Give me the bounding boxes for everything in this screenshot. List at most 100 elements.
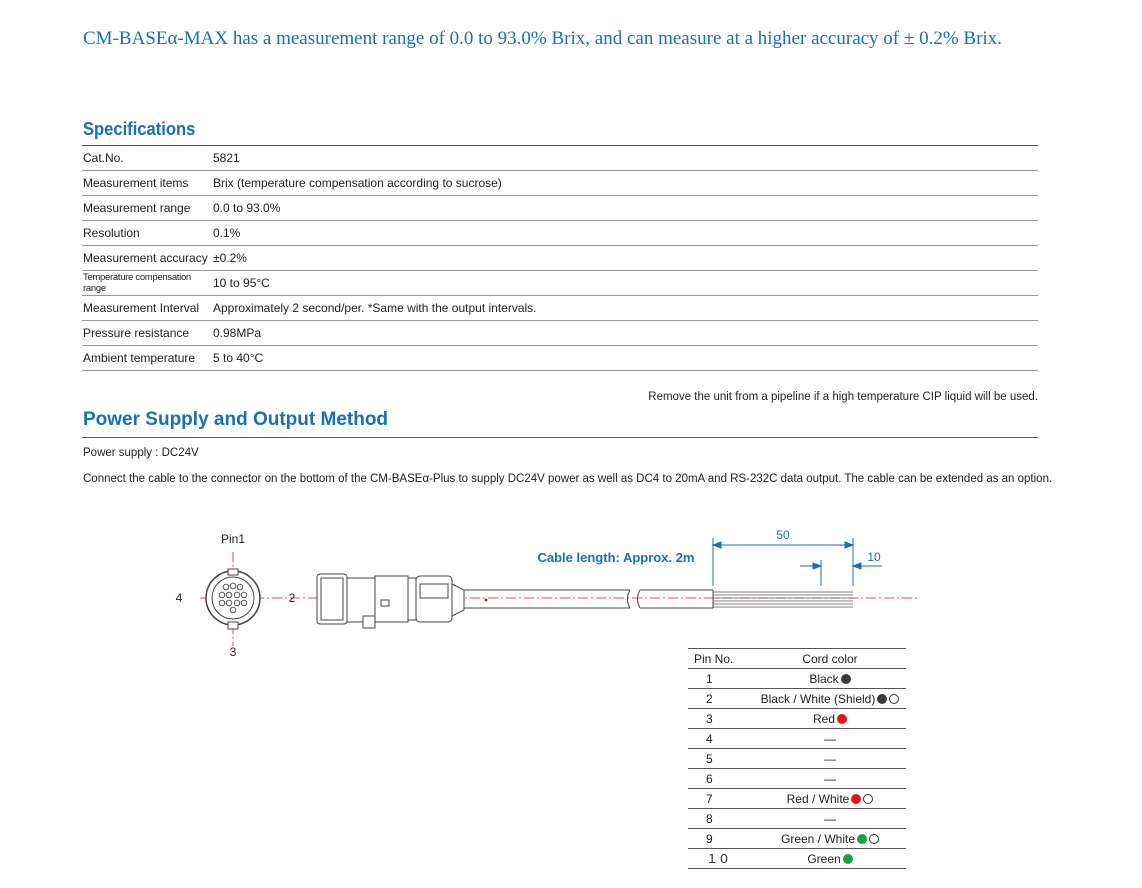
cord-color-text: — [824, 811, 836, 826]
spec-key: Measurement accuracy [82, 245, 213, 271]
cord-color-text: Black / White (Shield) [760, 691, 876, 706]
spec-row: Cat.No.5821 [82, 146, 1038, 171]
spec-value: 0.0 to 93.0% [213, 195, 1038, 221]
pin-row: 3 Red [688, 708, 906, 729]
pin4-label: 4 [176, 591, 183, 605]
power-description: Connect the cable to the connector on th… [83, 473, 1053, 485]
color-dot-red [837, 713, 847, 724]
pin-number: 2 [688, 688, 754, 709]
specifications-rule [82, 145, 1038, 146]
specifications-heading: Specifications [83, 119, 196, 139]
dimension-lines [711, 538, 882, 586]
cord-color-cell: Red / White [754, 788, 906, 809]
cord-color-cell: — [754, 808, 906, 829]
pin-row: 9 Green / White [688, 828, 906, 849]
color-dot-white [889, 693, 900, 704]
pin2-label: 2 [289, 591, 296, 605]
pin-number: 4 [688, 728, 754, 749]
spec-value: 0.1% [213, 220, 1038, 246]
spec-row: Measurement accuracy±0.2% [82, 245, 1038, 271]
spec-key: Ambient temperature [82, 345, 213, 371]
pin-row: 8— [688, 808, 906, 829]
spec-value: 5821 [213, 146, 1038, 171]
pin-table-header: Pin No. Cord color [688, 648, 906, 669]
pin-row: 7 Red / White [688, 788, 906, 809]
power-rule [82, 437, 1038, 438]
cord-color-cell: Black [754, 668, 906, 689]
pin-number: 7 [688, 788, 754, 809]
pin-number: 3 [688, 708, 754, 729]
pin-number: 9 [688, 828, 754, 849]
cord-color-cell: — [754, 768, 906, 789]
color-dot-white [869, 833, 880, 844]
spec-key: Pressure resistance [82, 320, 213, 346]
pin-row: 1 Black [688, 668, 906, 689]
cord-color-text: Green / White [780, 831, 856, 846]
color-dot-green [842, 853, 853, 864]
power-heading: Power Supply and Output Method [83, 409, 389, 430]
cord-color-cell: Red [754, 708, 906, 729]
spec-value: ±0.2% [213, 245, 1038, 271]
spec-value: 0.98MPa [213, 320, 1038, 346]
pin-row: 2 Black / White (Shield) [688, 688, 906, 709]
cord-color-text: Red [812, 711, 835, 726]
spec-key: Measurement items [82, 170, 213, 196]
spec-key: Measurement Interval [82, 295, 213, 321]
cord-color-text: Green [807, 851, 841, 866]
color-dot-red [851, 793, 862, 804]
spec-value: 10 to 95°C [213, 270, 1038, 296]
pin-row: 6— [688, 768, 906, 789]
color-dot-black [840, 673, 851, 684]
cord-color-text: Red / White [786, 791, 850, 806]
pin-row: 5— [688, 748, 906, 769]
dimension-50-label: 50 [776, 528, 790, 542]
spec-key: Temperature compensation range [82, 270, 213, 296]
cord-color-cell: Green [754, 848, 906, 869]
spec-key: Measurement range [82, 195, 213, 221]
pin-number: 5 [688, 748, 754, 769]
color-dot-black [877, 693, 888, 704]
pin-table: Pin No. Cord color 1 Black 2 Black / White … [688, 648, 906, 869]
cable-length-label: Cable length: Approx. 2m [538, 550, 695, 565]
pin-row: 4— [688, 728, 906, 749]
cord-color-cell: — [754, 728, 906, 749]
cord-color-cell: Black / White (Shield) [754, 688, 906, 709]
spec-value: Approximately 2 second/per. *Same with t… [213, 295, 1038, 321]
spec-value: Brix (temperature compensation according… [213, 170, 1038, 196]
cord-color-text: — [824, 751, 836, 766]
cip-note: Remove the unit from a pipeline if a hig… [648, 391, 1038, 403]
pin-number: 1 [688, 668, 754, 689]
pin-number: １０ [688, 848, 754, 869]
pin3-label: 3 [230, 645, 237, 659]
pin-number: 8 [688, 808, 754, 829]
cord-color-header: Cord color [754, 648, 906, 669]
cord-color-text: Black [809, 671, 839, 686]
stripped-wires [713, 591, 853, 608]
cord-color-cell: — [754, 748, 906, 769]
color-dot-green [857, 833, 868, 844]
pin1-label: Pin1 [221, 532, 245, 546]
cable-diagram: Pin1 4 2 3 [176, 528, 920, 659]
plug-body [316, 573, 465, 629]
pin-number: 6 [688, 768, 754, 789]
connector-face [205, 568, 261, 630]
cable [464, 589, 714, 609]
intro-text: CM-BASEα-MAX has a measurement range of … [83, 28, 1002, 49]
spec-key: Cat.No. [82, 146, 213, 171]
color-dot-white [863, 793, 874, 804]
pin-row: １０ Green [688, 848, 906, 869]
cord-color-text: — [824, 731, 836, 746]
pin-no-header: Pin No. [688, 648, 754, 669]
cord-color-text: — [824, 771, 836, 786]
dimension-10-label: 10 [867, 550, 881, 564]
power-supply-text: Power supply : DC24V [83, 447, 199, 459]
cord-color-cell: Green / White [754, 828, 906, 849]
